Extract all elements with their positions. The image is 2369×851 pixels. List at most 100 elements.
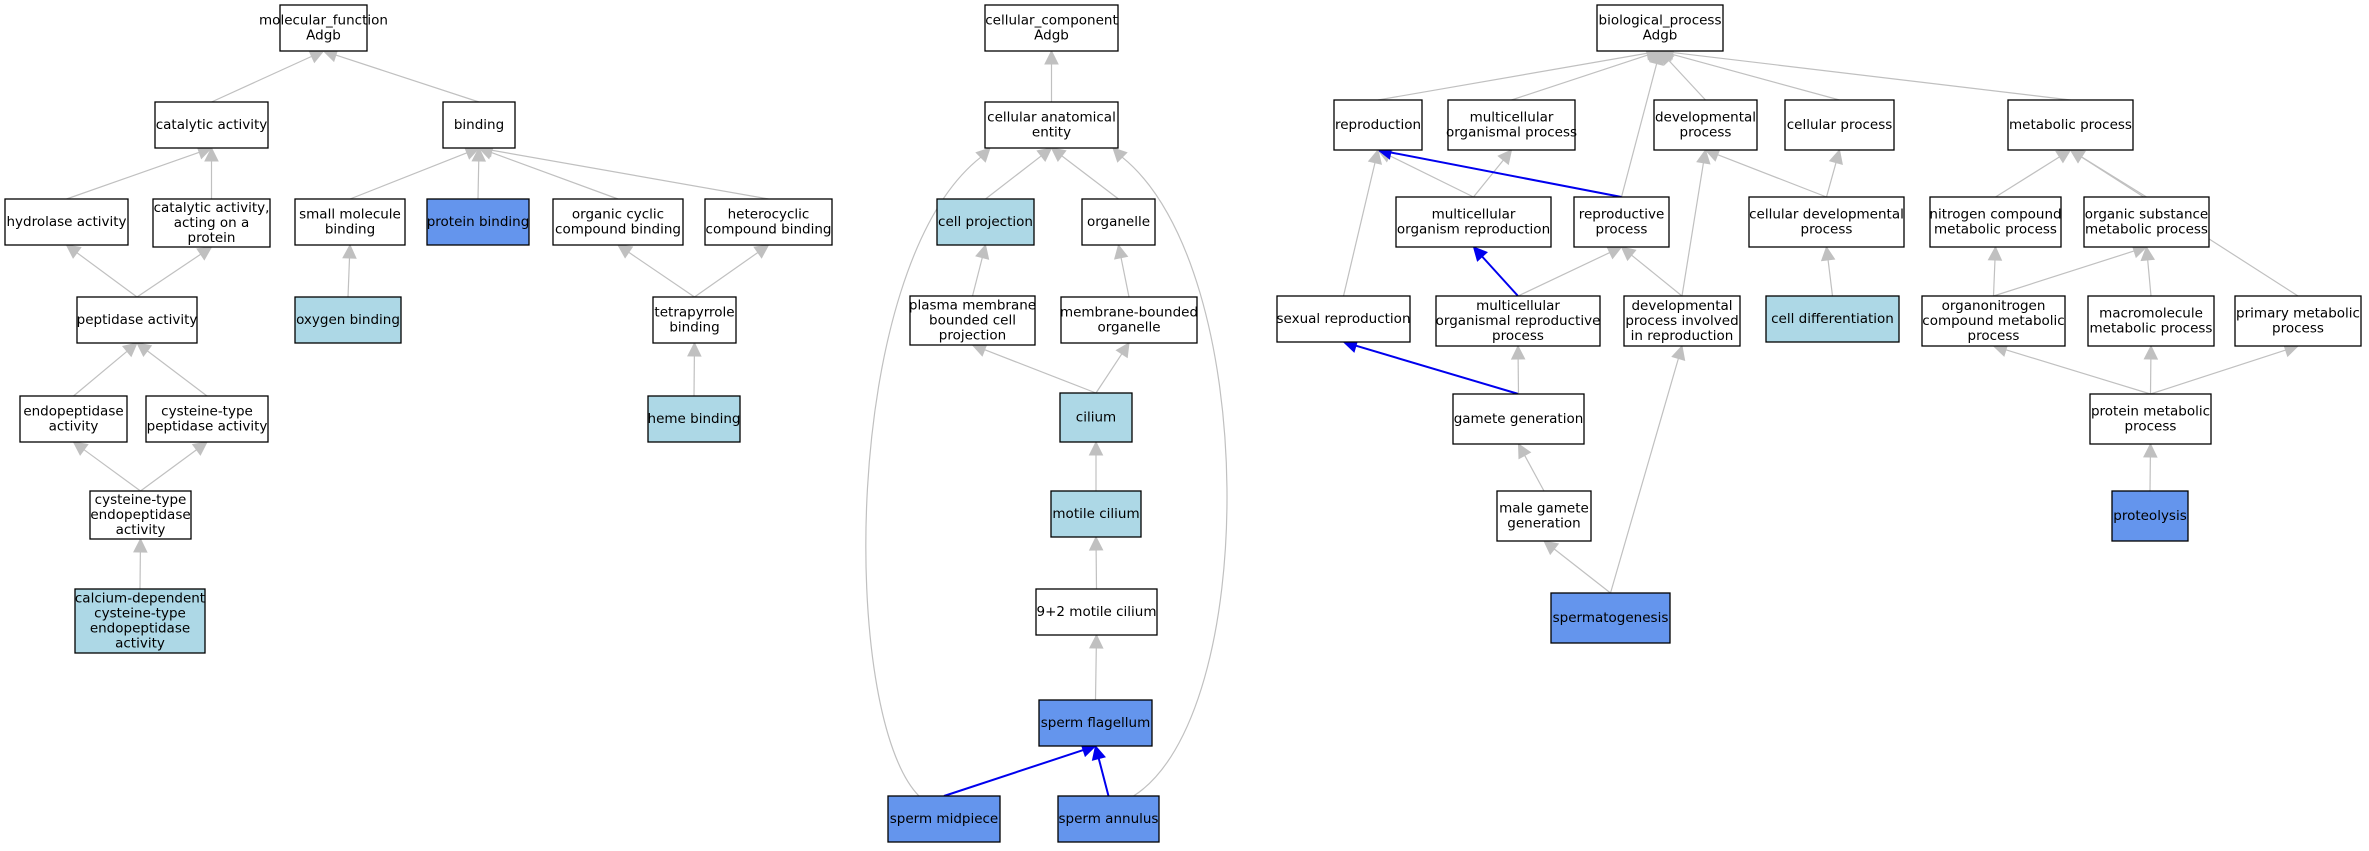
go-term-label: organic cyclic	[572, 207, 664, 223]
edge-cat-to-mf	[211, 49, 325, 103]
go-term-label: activity	[49, 419, 99, 435]
edge-line	[1377, 52, 1648, 101]
edge-line	[1473, 159, 1504, 198]
go-term-label: multicellular	[1470, 110, 1554, 126]
go-term-node-metp: metabolic process	[2007, 99, 2134, 151]
edge-oxyb-to-smb	[342, 243, 357, 298]
go-term-label: heme binding	[648, 411, 741, 427]
edge-arrowhead	[1088, 535, 1104, 551]
edge-arrowhead	[617, 244, 634, 259]
go-term-node-celldiff: cell differentiation	[1765, 295, 1900, 343]
go-term-box	[2007, 99, 2134, 151]
edge-line	[66, 151, 200, 200]
edge-line	[1121, 156, 1228, 797]
go-term-label: cysteine-type	[161, 404, 253, 420]
go-term-label: generation	[1507, 516, 1580, 532]
edge-layer	[65, 45, 2300, 797]
edge-reprop-to-bp	[1620, 49, 1664, 198]
go-term-label: acting on a	[174, 215, 250, 231]
edge-line	[1620, 63, 1658, 198]
edge-arrowhead	[308, 49, 325, 64]
edge-binding-to-mf	[322, 48, 480, 103]
go-term-label: sperm flagellum	[1041, 715, 1151, 731]
edge-line	[985, 155, 1042, 200]
go-term-node-cproj: cell projection	[936, 198, 1035, 246]
edge-protmp-to-oncmp	[1992, 342, 2151, 395]
go-term-box	[704, 198, 833, 246]
go-term-node-gamgen: gamete generation	[1452, 393, 1585, 445]
go-term-label: macromolecule	[2099, 306, 2203, 322]
go-term-label: compound binding	[706, 222, 832, 238]
edge-gamgen-to-sexrep	[1342, 338, 1519, 395]
go-term-label: calcium-dependent	[75, 591, 205, 607]
go-term-label: nitrogen compound	[1929, 207, 2061, 223]
edge-celldiff-to-cdp	[1820, 245, 1836, 297]
go-term-label: cell differentiation	[1771, 311, 1894, 327]
edge-line	[1992, 259, 1996, 297]
go-term-label: binding	[669, 320, 719, 336]
go-term-box	[1050, 490, 1142, 538]
go-term-node-repro: reproduction	[1333, 99, 1423, 151]
edge-mor-to-repro	[1376, 149, 1474, 198]
go-term-node-nine: 9+2 motile cilium	[1035, 588, 1158, 636]
edge-nine-to-motile	[1088, 535, 1104, 590]
go-term-node-proteo: proteolysis	[2111, 490, 2189, 542]
edge-arrowhead	[136, 342, 153, 357]
edge-line	[1095, 353, 1123, 394]
edge-line	[1094, 647, 1097, 701]
edge-line	[971, 257, 983, 297]
edge-arrowhead	[1115, 342, 1130, 359]
edge-arrowhead	[1497, 149, 1513, 166]
edge-hydro-to-cat	[66, 145, 213, 200]
go-term-label: metabolic process	[2009, 117, 2132, 133]
edge-pmbcp-to-cproj	[971, 243, 990, 297]
go-term-label: compound metabolic	[1922, 313, 2064, 329]
edge-calp-to-cysendo	[133, 537, 148, 590]
edge-line	[1825, 162, 1837, 198]
edge-line	[1668, 60, 1706, 101]
go-term-label: endopeptidase	[90, 621, 190, 637]
edge-pep-to-hydro	[65, 244, 138, 298]
edge-cdp-to-devp	[1704, 148, 1827, 198]
go-term-node-cat: catalytic activity	[154, 101, 269, 149]
go-term-label: heterocyclic	[728, 207, 810, 223]
go-term-label: cellular process	[1787, 117, 1893, 133]
edge-arrowhead	[471, 146, 487, 162]
edge-arrowhead	[1088, 440, 1104, 456]
go-term-label: proteolysis	[2113, 508, 2187, 524]
edge-ncmp-to-metp	[1995, 149, 2072, 198]
edge-arrowhead	[2069, 149, 2086, 164]
go-term-label: plasma membrane	[909, 298, 1036, 314]
edge-repro-to-bp	[1377, 46, 1662, 101]
edge-line	[1511, 54, 1648, 101]
go-term-box	[74, 588, 206, 654]
edge-arrowhead	[191, 441, 208, 456]
edge-line	[1553, 548, 1611, 594]
go-term-box	[647, 395, 741, 443]
go-term-label: biological_process	[1599, 13, 1722, 29]
edge-mmp-to-osmp	[2140, 245, 2156, 297]
edge-catprot-to-cat	[204, 146, 219, 199]
go-term-node-motile: motile cilium	[1050, 490, 1142, 538]
go-term-box	[909, 295, 1036, 346]
go-term-label: organic substance	[2085, 207, 2208, 223]
go-term-node-pep: peptidase activity	[76, 296, 198, 344]
edge-line	[335, 54, 480, 103]
edge-line	[1681, 162, 1705, 297]
go-term-label: endopeptidase	[90, 507, 190, 523]
go-term-box	[89, 490, 192, 540]
edge-arrowhead	[975, 147, 991, 163]
go-term-label: peptidase activity	[77, 312, 198, 328]
go-term-label: organismal process	[1446, 125, 1577, 141]
